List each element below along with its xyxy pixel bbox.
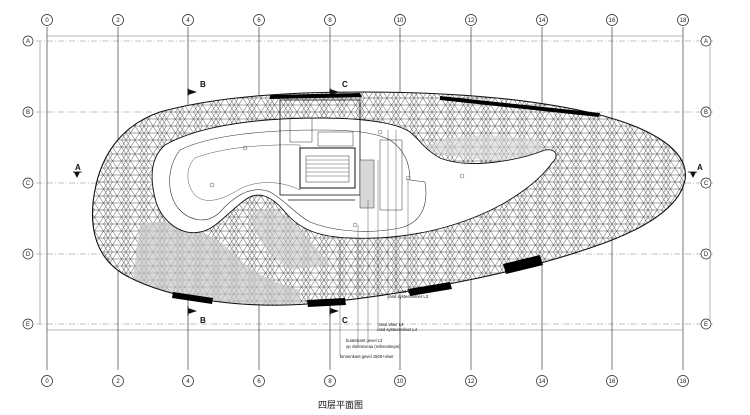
column-label: 12 — [468, 379, 475, 385]
annotation-6: op vloerniveau (referentiepin) — [346, 344, 401, 349]
row-bubbles-right: A B C D E — [700, 35, 712, 330]
section-marker-c-bottom: C — [329, 306, 348, 325]
row-label: E — [26, 322, 30, 328]
row-label: D — [26, 252, 31, 258]
column-label: 2 — [116, 379, 120, 385]
row-label: A — [704, 39, 708, 45]
column-label: 4 — [186, 18, 190, 24]
drawing-title: 四层平面图 — [318, 401, 364, 411]
annotation-1: rand vloer L3 — [398, 289, 423, 294]
column-label: 6 — [257, 379, 261, 385]
column-label: 0 — [45, 18, 49, 24]
column-label: 8 — [328, 18, 332, 24]
section-markers: B B C C A A — [73, 80, 703, 325]
column-label: 12 — [468, 18, 475, 24]
column-label: 18 — [680, 18, 687, 24]
row-label: C — [26, 181, 31, 187]
section-label-c-top: C — [342, 80, 348, 89]
column-label: 0 — [45, 379, 49, 385]
section-marker-b-bottom: B — [187, 306, 206, 325]
central-core — [209, 99, 465, 228]
column-label: 10 — [397, 379, 404, 385]
column-label: 14 — [539, 379, 546, 385]
section-marker-c-top: C — [329, 80, 348, 96]
row-label: E — [704, 322, 708, 328]
row-label: D — [704, 252, 709, 258]
column-label: 10 — [397, 18, 404, 24]
annotations: rand vloer L3 rand systeemvloer L3 rand … — [340, 289, 429, 359]
section-label-a-left: A — [75, 163, 81, 172]
annotation-5: buitenkant gevel L3 — [346, 338, 383, 343]
row-label: B — [26, 110, 30, 116]
row-bubbles-left: A B C D E — [22, 35, 34, 330]
facade-panels — [172, 93, 600, 307]
column-label: 4 — [186, 379, 190, 385]
section-marker-a-right: A — [688, 163, 703, 178]
row-label: C — [704, 181, 709, 187]
row-label: A — [26, 39, 30, 45]
column-label: 2 — [116, 18, 120, 24]
floor-void — [151, 117, 557, 239]
column-label: 16 — [609, 379, 616, 385]
annotation-4: rand systeemvloer L4 — [377, 327, 418, 332]
annotation-3: rand vloer L4 — [379, 322, 404, 327]
column-label: 16 — [609, 18, 616, 24]
column-label: 6 — [257, 18, 261, 24]
column-bubbles-top: 0 2 4 6 8 10 12 14 16 18 — [41, 14, 689, 26]
row-label: B — [704, 110, 708, 116]
annotation-7: binnenkant gevel 1500+vloer — [340, 354, 394, 359]
annotation-leaders — [339, 130, 409, 356]
section-marker-b-top: B — [187, 80, 206, 96]
section-label-c-bottom: C — [342, 316, 348, 325]
section-label-b-bottom: B — [200, 316, 206, 325]
column-label: 14 — [539, 18, 546, 24]
column-label: 18 — [680, 379, 687, 385]
column-bubbles-bottom: 0 2 4 6 8 10 12 14 16 18 — [41, 375, 689, 387]
section-label-b-top: B — [200, 80, 206, 89]
column-label: 8 — [328, 379, 332, 385]
section-marker-a-left: A — [73, 163, 82, 178]
annotation-2: rand systeemvloer L3 — [388, 294, 429, 299]
section-label-a-right: A — [697, 163, 703, 172]
